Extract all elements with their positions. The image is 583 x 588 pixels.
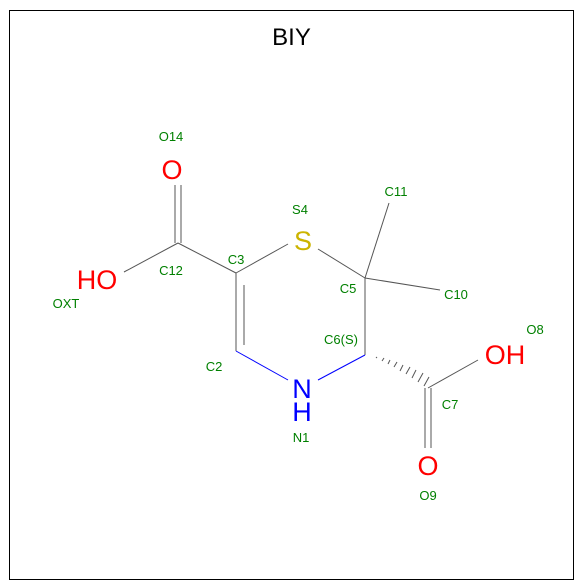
bond-s4-c5 [317, 248, 366, 279]
stereo-hash-bond-c6-c7 [375, 356, 430, 387]
bond-c5-c10 [364, 277, 441, 291]
label-c12: C12 [159, 263, 183, 278]
label-c2: C2 [206, 359, 223, 374]
bond-n1-c6 [317, 354, 366, 381]
atom-nitrogen: N [292, 374, 312, 404]
molecule-title: BIY [272, 24, 311, 51]
bond-c7-o8 [427, 359, 479, 389]
bond-c12-oxt [123, 242, 179, 273]
atom-nitrogen-hydrogen: H [292, 397, 312, 427]
bond-c2-n1 [235, 350, 289, 381]
label-oxt: OXT [53, 296, 80, 311]
atom-sulfur: S [294, 226, 312, 256]
bond-c3-c12 [177, 242, 237, 274]
label-o8: O8 [526, 322, 543, 337]
label-c10: C10 [444, 287, 468, 302]
label-c7: C7 [442, 397, 459, 412]
label-o9: O9 [419, 488, 436, 503]
bond-c5-c11 [364, 202, 390, 279]
label-c6: C6(S) [324, 332, 358, 347]
label-s4: S4 [292, 202, 308, 217]
label-n1: N1 [293, 430, 310, 445]
label-c5: C5 [340, 281, 357, 296]
atom-hydroxyl-o8: OH [485, 340, 526, 370]
atom-hydroxyl-oxt: HO [77, 265, 118, 295]
atom-oxygen-o9: O [417, 451, 438, 481]
label-c11: C11 [385, 184, 408, 199]
label-o14: O14 [159, 129, 184, 144]
atom-oxygen-o14: O [161, 155, 182, 185]
diagram-frame [9, 10, 574, 580]
bond-c3-s4 [235, 243, 289, 274]
label-c3: C3 [228, 252, 245, 267]
